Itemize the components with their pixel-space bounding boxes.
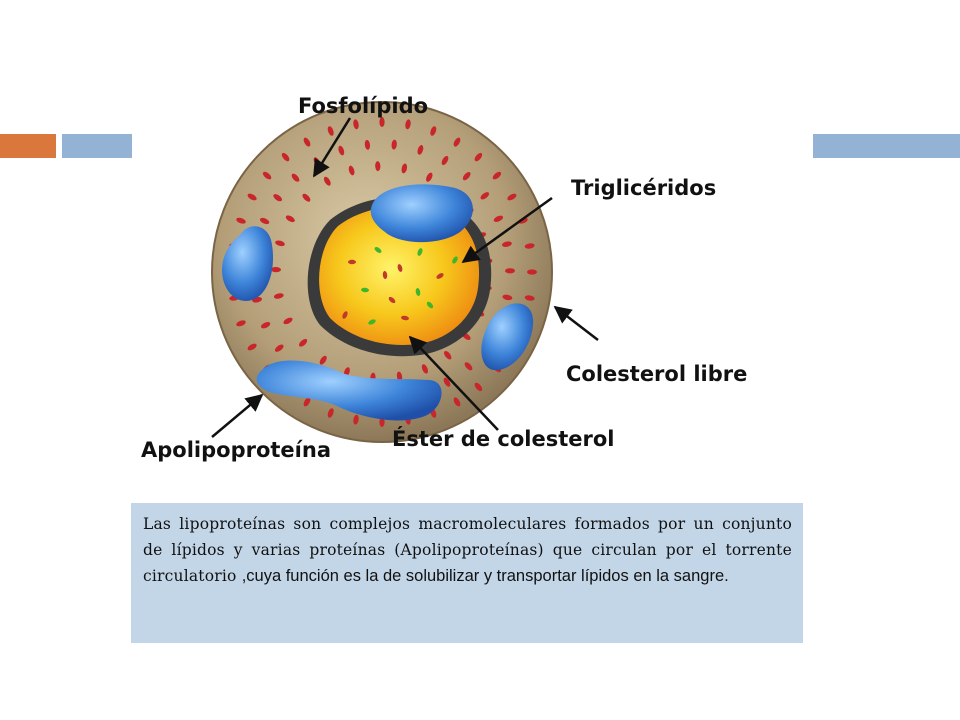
phospholipid-head [453,137,461,147]
arrow-free-cholesterol [553,305,599,341]
core-molecule [348,259,356,265]
phospholipid-head [426,172,433,182]
phospholipid-head [443,350,452,360]
phospholipid-head [319,355,327,365]
phospholipid-head [283,317,293,325]
label-cholesterol-ester: Éster de colesterol [392,426,614,451]
phospholipid-head [405,119,411,130]
phospholipid-head [524,243,535,249]
core-molecules [342,247,458,325]
phospholipid-head [236,217,246,224]
phospholipid-head [273,194,283,202]
core-molecule [342,311,348,319]
phospholipid-head [401,163,408,174]
phospholipid-head [421,364,429,374]
arrow-triglycerides [461,196,553,264]
phospholipid-head [527,269,537,275]
description-paragraph: Las lipoproteínas son complejos macromol… [143,511,792,589]
phospholipid-head [492,171,502,180]
lipid-core-yellow [319,205,480,345]
label-phospholipid: Fosfolípido [298,94,428,118]
phospholipid-head [474,152,483,162]
description-text-sans: ,cuya función es la de solubilizar y tra… [241,567,729,585]
phospholipid-head [502,294,513,301]
phospholipid-head [260,322,271,329]
core-molecule [417,248,423,256]
label-apolipoprotein: Apolipoproteína [141,438,331,462]
core-molecule [397,264,403,272]
core-molecule [452,256,458,264]
phospholipid-head [391,139,397,150]
phospholipid-head [259,217,270,225]
phospholipid-head [364,139,371,150]
label-triglycerides: Triglicéridos [571,176,716,200]
core-molecule [436,273,444,279]
phospholipid-head [443,377,451,387]
description-box: Las lipoproteínas son complejos macromol… [131,503,803,643]
apolipoprotein-blob-right [481,303,534,371]
apolipoprotein-blob-top [370,184,473,243]
phospholipid-head [275,240,285,247]
phospholipid-head [298,338,308,347]
phospholipid-head [285,215,295,223]
phospholipid-head [327,126,334,136]
phospholipid-head [323,176,331,186]
apolipoprotein-blob-bottom [256,360,442,421]
phospholipid-head [430,126,437,136]
phospholipid-head [291,173,300,182]
phospholipid-head [441,155,449,166]
phospholipid-head [493,215,504,222]
core-molecule [374,247,382,253]
phospholipid-head [379,117,385,127]
arrow-apolipoprotein [211,393,264,438]
core-molecule [401,315,409,321]
core-molecule [426,301,434,309]
phospholipid-head [247,343,257,351]
phospholipid-head [262,171,272,180]
phospholipid-head [474,382,483,392]
phospholipid-head [348,165,355,176]
phospholipid-head [281,152,290,162]
apolipoprotein-blob-left [222,226,274,301]
phospholipid-head [303,397,311,407]
phospholipid-head [302,193,311,202]
phospholipid-head [274,344,284,352]
phospholipid-head [271,266,281,273]
phospholipid-head [236,320,246,327]
phospholipid-head [375,161,381,172]
phospholipid-head [507,193,517,201]
arrow-cholesterol-ester [408,335,499,431]
phospholipid-head [464,362,473,371]
label-free-cholesterol: Colesterol libre [566,362,747,386]
phospholipid-head [247,193,257,201]
phospholipid-head [273,293,284,299]
core-molecule [368,319,376,325]
phospholipid-head [501,241,512,247]
core-molecule [388,296,396,304]
phospholipid-head [505,268,515,274]
arrow-phospholipid [312,117,352,178]
phospholipid-head [524,295,535,301]
core-molecule [382,271,388,279]
phospholipid-head [353,414,359,425]
accent-bar-blue-left [62,134,132,158]
phospholipid-head [327,408,334,418]
description-text-serif: Las lipoproteínas son complejos macromol… [143,515,792,585]
core-molecule [415,288,421,296]
accent-bar-blue-right [813,134,960,158]
phospholipid-head [338,145,345,156]
phospholipid-head [303,137,311,147]
phospholipid-head [453,397,461,407]
accent-bar-orange [0,134,56,158]
phospholipid-head [417,145,424,155]
core-molecule [361,287,369,293]
phospholipid-head [480,192,490,200]
phospholipid-head [353,119,359,130]
phospholipid-head [462,171,471,181]
